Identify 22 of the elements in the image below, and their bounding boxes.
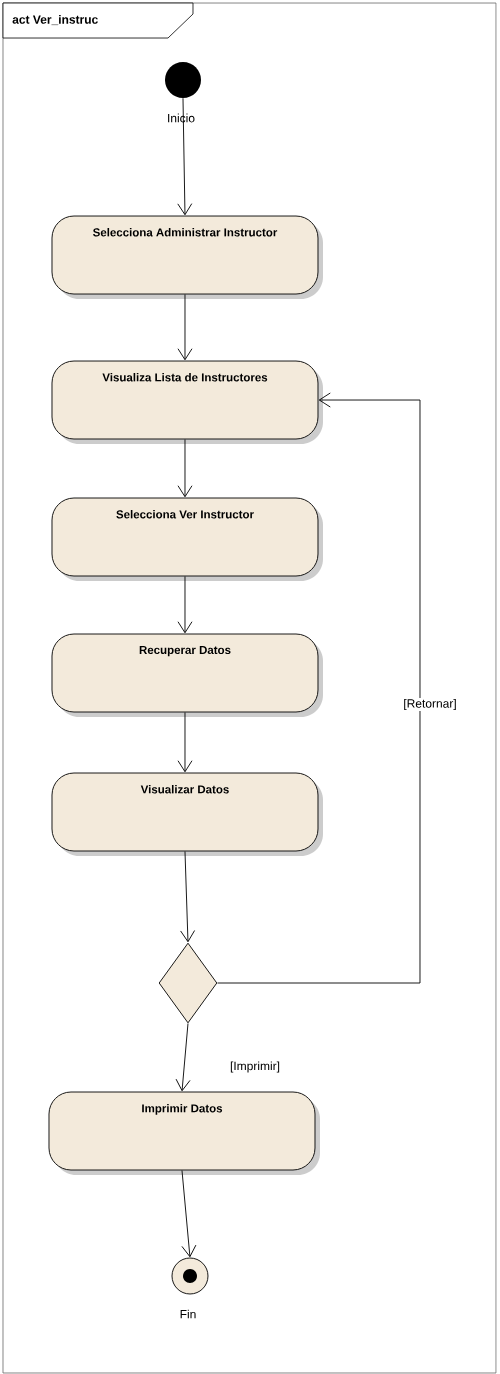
arrow <box>177 439 193 498</box>
arrow <box>175 1023 191 1092</box>
decision-diamond <box>158 942 218 1024</box>
arrow <box>181 1170 197 1258</box>
arrow <box>177 294 193 361</box>
edge-label: [Retornar] <box>404 698 456 711</box>
action-box: Visualiza Lista de Instructores <box>51 360 323 444</box>
action-box: Visualizar Datos <box>51 772 323 856</box>
node-label: Fin <box>180 1309 196 1319</box>
final-node <box>171 1257 209 1295</box>
action-box: Selecciona Ver Instructor <box>51 497 323 581</box>
arrow <box>177 712 193 773</box>
action-box: Recuperar Datos <box>51 633 323 717</box>
action-box: Selecciona Administrar Instructor <box>51 215 323 299</box>
arrow <box>217 392 421 984</box>
arrow <box>177 97 193 216</box>
edge-label: [Imprimir] <box>230 1061 280 1073</box>
arrow <box>180 851 196 943</box>
initial-node <box>165 62 201 98</box>
action-box: Imprimir Datos <box>48 1091 320 1175</box>
frame-title: act Ver_instruc <box>12 14 98 26</box>
arrow <box>177 576 193 634</box>
